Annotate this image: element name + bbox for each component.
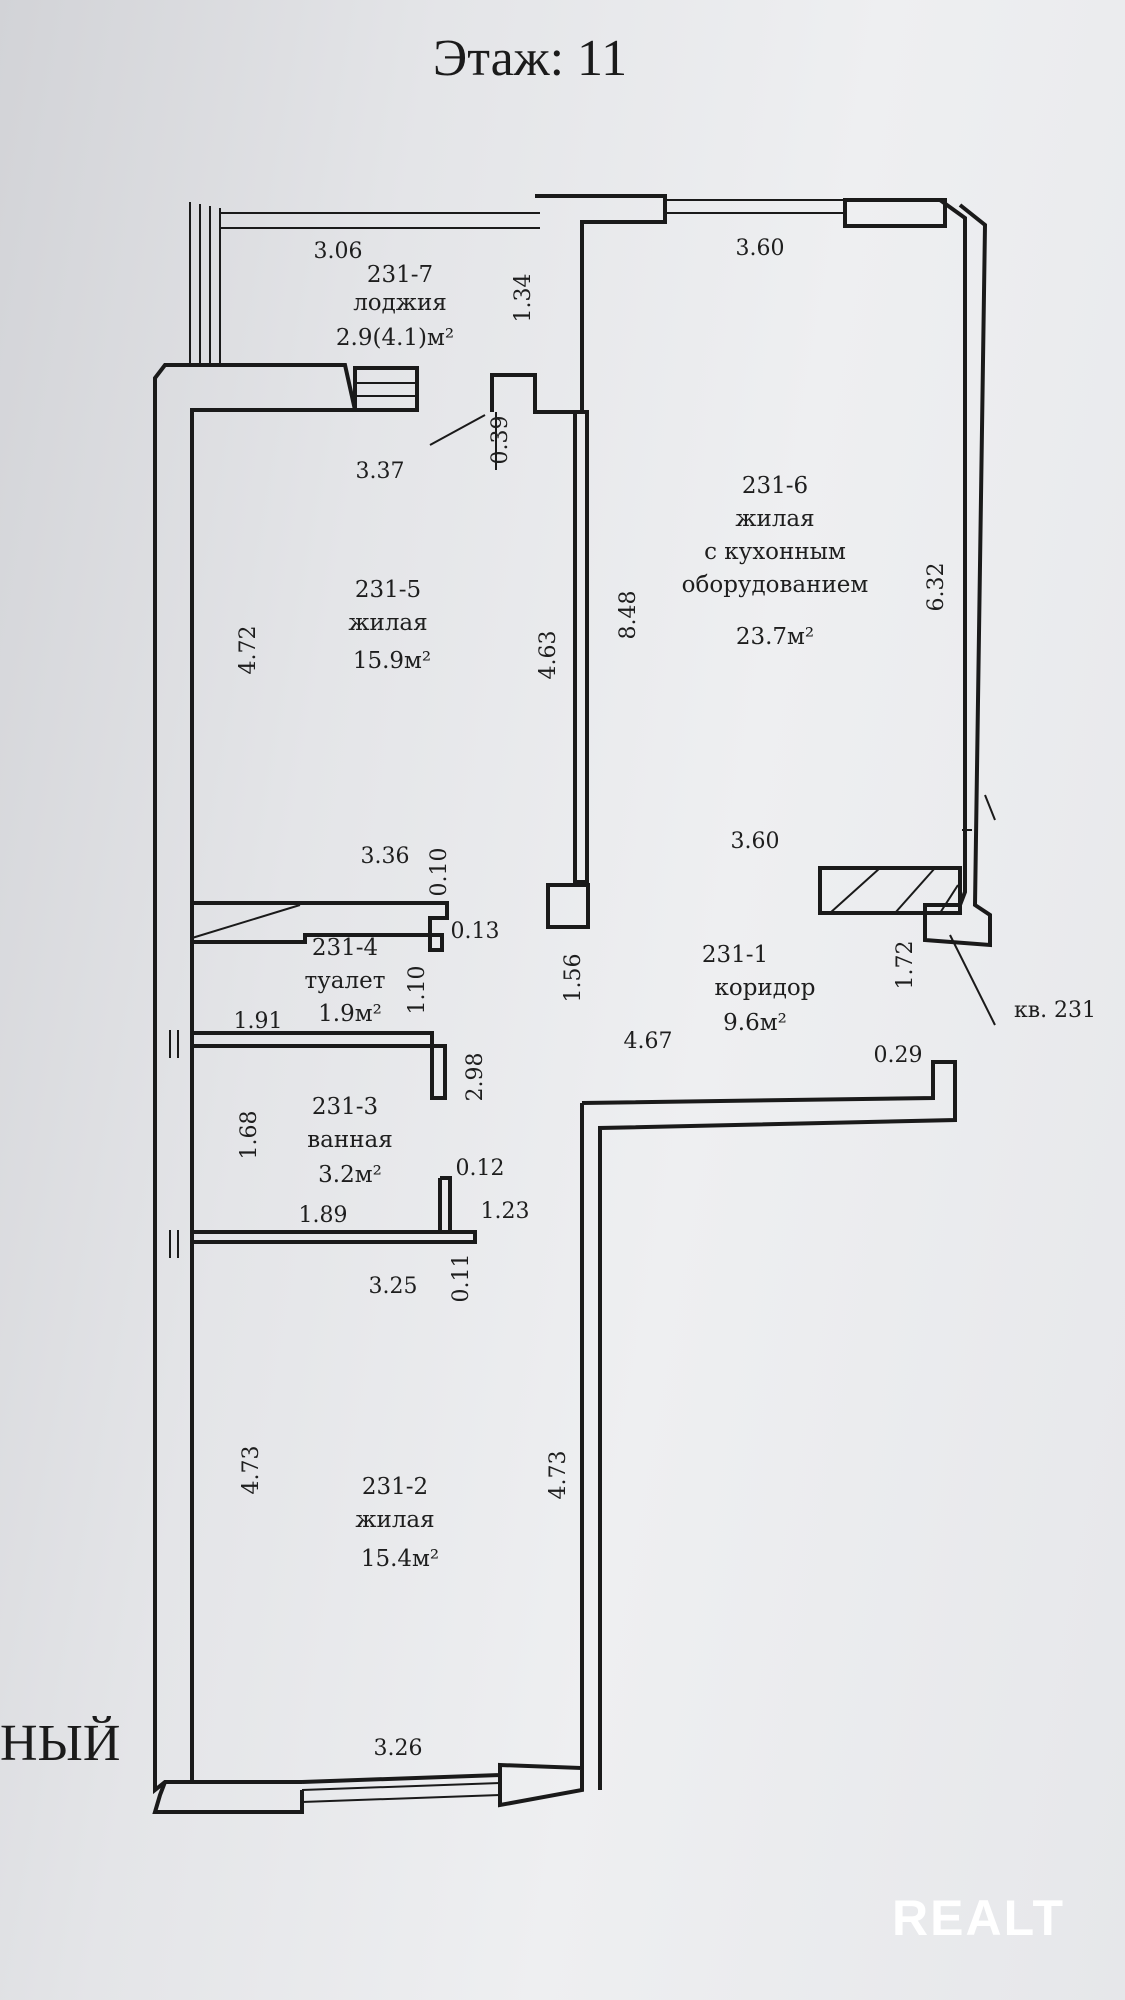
- dim-loggia-width: 3.06: [314, 239, 363, 264]
- dim-r2-right: 4.73: [546, 1451, 571, 1500]
- room-id: 231-2: [362, 1474, 428, 1500]
- dimensions: 3.06 1.34 3.60 3.37 0.39 4.72 4.63 8.48 …: [234, 236, 949, 1761]
- bath-room2-divider: [192, 1230, 477, 1244]
- dim-wc-height: 1.10: [405, 966, 430, 1015]
- room-toilet: 231-4 туалет 1.9м²: [305, 935, 386, 1027]
- room-area: 15.9м²: [353, 648, 431, 674]
- dim-bath-height: 1.68: [237, 1111, 262, 1160]
- dim-wc-top: 3.36: [361, 844, 410, 869]
- room-area: 1.9м²: [318, 1001, 382, 1027]
- apartment-label: кв. 231: [1014, 998, 1096, 1023]
- toilet-wall-top: [192, 901, 449, 952]
- room-name: лоджия: [353, 290, 447, 316]
- room-corridor: 231-1 коридор 9.6м²: [702, 942, 816, 1036]
- room-living-5: 231-5 жилая 15.9м²: [348, 577, 431, 674]
- room-name-line: жилая: [735, 506, 814, 532]
- dim-wc-width: 1.91: [234, 1009, 283, 1034]
- room-living-2: 231-2 жилая 15.4м²: [355, 1474, 439, 1572]
- dim-r6-bottom: 3.60: [731, 829, 780, 854]
- dim-r6-right: 6.32: [924, 563, 949, 612]
- room-id: 231-6: [742, 473, 808, 499]
- dim-r6-top: 3.60: [736, 236, 785, 261]
- bottom-window: [301, 1782, 501, 1791]
- dim-loggia-depth: 1.34: [511, 274, 536, 323]
- partition-column: [546, 883, 590, 929]
- room-area: 15.4м²: [361, 1546, 439, 1572]
- room-area: 3.2м²: [318, 1162, 382, 1188]
- partition-5-6: [573, 410, 589, 884]
- room-name: жилая: [348, 610, 427, 636]
- dim-r5-partition: 4.63: [536, 631, 561, 680]
- apartment-leader-line: [949, 934, 996, 1026]
- room-id: 231-3: [312, 1094, 378, 1120]
- watermark-logo: REALT: [892, 1890, 1065, 1946]
- dim-r2-left: 4.73: [239, 1446, 264, 1495]
- room-area: 23.7м²: [736, 624, 814, 650]
- dim-r2-offset: 0.11: [449, 1254, 474, 1303]
- room-name: жилая: [355, 1507, 434, 1533]
- dim-corridor-left: 1.56: [561, 954, 586, 1003]
- dim-wc-offset-top: 0.10: [427, 848, 452, 897]
- room-area: 2.9(4.1)м²: [336, 325, 454, 351]
- walls: [152, 194, 996, 1814]
- room-name: коридор: [714, 975, 815, 1001]
- dim-bath-side: 2.98: [463, 1053, 488, 1102]
- dim-r5-height: 4.72: [236, 626, 261, 675]
- room2-right-wall: [580, 1060, 957, 1790]
- dim-corridor-step: 0.29: [874, 1043, 923, 1068]
- dim-bath-width: 1.89: [299, 1203, 348, 1228]
- dim-r2-top: 3.25: [369, 1274, 418, 1299]
- right-exterior-wall: [923, 198, 992, 948]
- left-exterior-wall: [153, 363, 358, 1795]
- kitchen-counter: [818, 866, 962, 915]
- room-name: ванная: [307, 1127, 393, 1153]
- dim-niche: 0.39: [488, 416, 513, 465]
- cut-off-text: НЫЙ: [0, 1715, 120, 1772]
- room-bathroom: 231-3 ванная 3.2м²: [307, 1094, 393, 1188]
- loggia-hatch-block: [353, 366, 419, 412]
- room-id: 231-7: [367, 262, 433, 288]
- floor-title: Этаж: 11: [433, 30, 627, 87]
- room-name-line: оборудованием: [682, 572, 869, 598]
- room-name-line: с кухонным: [704, 539, 846, 565]
- room-id: 231-1: [702, 942, 768, 968]
- room-living-kitchen: 231-6 жилая с кухонным оборудованием 23.…: [682, 473, 869, 650]
- toilet-bath-divider: [192, 1031, 447, 1100]
- dim-r2-bottom: 3.26: [374, 1736, 423, 1761]
- dim-r5-top: 3.37: [356, 459, 405, 484]
- dim-corridor-right: 1.72: [893, 941, 918, 990]
- room-area: 9.6м²: [723, 1010, 787, 1036]
- dim-bath-step: 0.12: [456, 1156, 505, 1181]
- room-id: 231-4: [312, 935, 378, 961]
- dim-r6-height: 8.48: [616, 591, 641, 640]
- room-id: 231-5: [355, 577, 421, 603]
- dim-corridor-width: 4.67: [624, 1029, 673, 1054]
- room-name: туалет: [305, 968, 386, 994]
- dim-wc-offset-side: 0.13: [451, 919, 500, 944]
- room-loggia: 231-7 лоджия 2.9(4.1)м²: [336, 262, 454, 351]
- dim-bath-right: 1.23: [481, 1199, 530, 1224]
- bottom-wall: [192, 1762, 584, 1808]
